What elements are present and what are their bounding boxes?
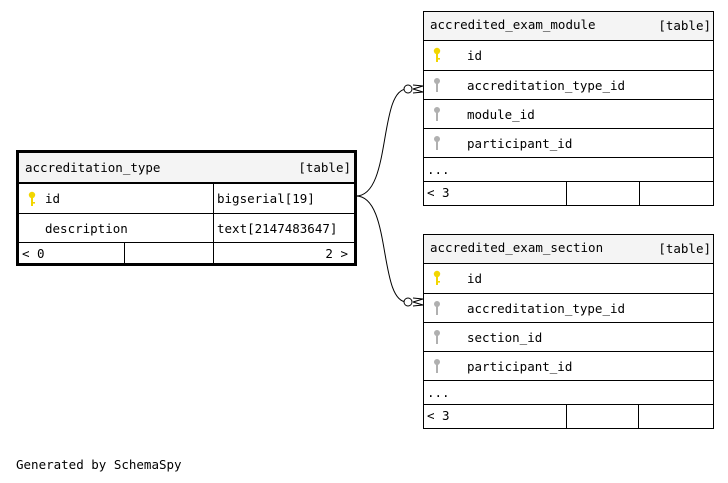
- ellipsis: ...: [427, 162, 450, 177]
- relationship-optional-marker-section: [403, 297, 413, 307]
- column-type: bigserial[19]: [217, 191, 315, 206]
- generated-by-footer: Generated by SchemaSpy: [16, 457, 182, 472]
- foreign-key-icon: [434, 301, 440, 315]
- primary-key-icon: [433, 47, 441, 62]
- column-row: participant_id: [424, 351, 713, 380]
- table-accredited-exam-module[interactable]: accredited_exam_module [table] id accred…: [423, 11, 714, 206]
- column-type: text[2147483647]: [217, 221, 338, 236]
- children-count[interactable]: 2 >: [325, 246, 348, 261]
- foreign-key-icon: [434, 136, 440, 150]
- column-row: description text[2147483647]: [19, 213, 354, 243]
- foreign-key-icon: [434, 107, 440, 121]
- table-name: accredited_exam_module: [430, 17, 596, 32]
- relationship-line-section: [355, 195, 408, 303]
- footer-divider: [213, 243, 214, 263]
- parents-count[interactable]: < 3: [427, 408, 450, 423]
- foreign-key-icon: [434, 330, 440, 344]
- ellipsis: ...: [427, 385, 450, 400]
- column-row: id bigserial[19]: [19, 183, 354, 213]
- table-footer: < 3: [424, 181, 713, 205]
- relationship-optional-marker-module: [403, 84, 413, 94]
- column-row: participant_id: [424, 128, 713, 157]
- table-accreditation-type[interactable]: accreditation_type [table] id bigserial[…: [16, 150, 357, 266]
- column-row: module_id: [424, 99, 713, 128]
- table-name: accreditation_type: [25, 160, 161, 175]
- foreign-key-icon: [434, 78, 440, 92]
- table-accredited-exam-section[interactable]: accredited_exam_section [table] id accre…: [423, 234, 714, 429]
- table-kind-label: [table]: [298, 160, 351, 175]
- column-row: id: [424, 40, 713, 70]
- primary-key-icon: [28, 191, 36, 206]
- relationship-crowfoot-section: [412, 297, 424, 307]
- column-name: id: [45, 191, 61, 206]
- column-name: accreditation_type_id: [467, 78, 626, 93]
- parents-count[interactable]: < 0: [22, 246, 45, 261]
- table-kind-label: [table]: [658, 18, 711, 33]
- more-columns-row: ...: [424, 157, 713, 181]
- column-divider: [213, 184, 214, 213]
- footer-divider: [124, 243, 125, 263]
- column-name: section_id: [467, 330, 543, 345]
- column-name: participant_id: [467, 136, 573, 151]
- column-name: id: [467, 271, 483, 286]
- footer-divider: [566, 405, 567, 428]
- column-name: description: [45, 221, 128, 236]
- footer-divider: [639, 182, 640, 205]
- parents-count[interactable]: < 3: [427, 185, 450, 200]
- table-kind-label: [table]: [658, 241, 711, 256]
- table-header: accreditation_type [table]: [19, 153, 354, 183]
- column-row: id: [424, 263, 713, 293]
- more-columns-row: ...: [424, 380, 713, 404]
- relationship-line-module: [355, 88, 408, 197]
- primary-key-icon: [433, 270, 441, 285]
- column-name: module_id: [467, 107, 535, 122]
- footer-divider: [566, 182, 567, 205]
- column-name: accreditation_type_id: [467, 301, 626, 316]
- column-row: accreditation_type_id: [424, 70, 713, 99]
- table-footer: < 0 2 >: [19, 242, 354, 263]
- footer-divider: [638, 405, 639, 428]
- table-name: accredited_exam_section: [430, 240, 604, 255]
- column-row: section_id: [424, 322, 713, 351]
- column-divider: [213, 214, 214, 243]
- column-name: id: [467, 48, 483, 63]
- relationship-crowfoot-module: [412, 84, 424, 94]
- column-row: accreditation_type_id: [424, 293, 713, 322]
- table-footer: < 3: [424, 404, 713, 428]
- table-header: accredited_exam_module [table]: [424, 12, 713, 40]
- column-name: participant_id: [467, 359, 573, 374]
- table-header: accredited_exam_section [table]: [424, 235, 713, 263]
- foreign-key-icon: [434, 359, 440, 373]
